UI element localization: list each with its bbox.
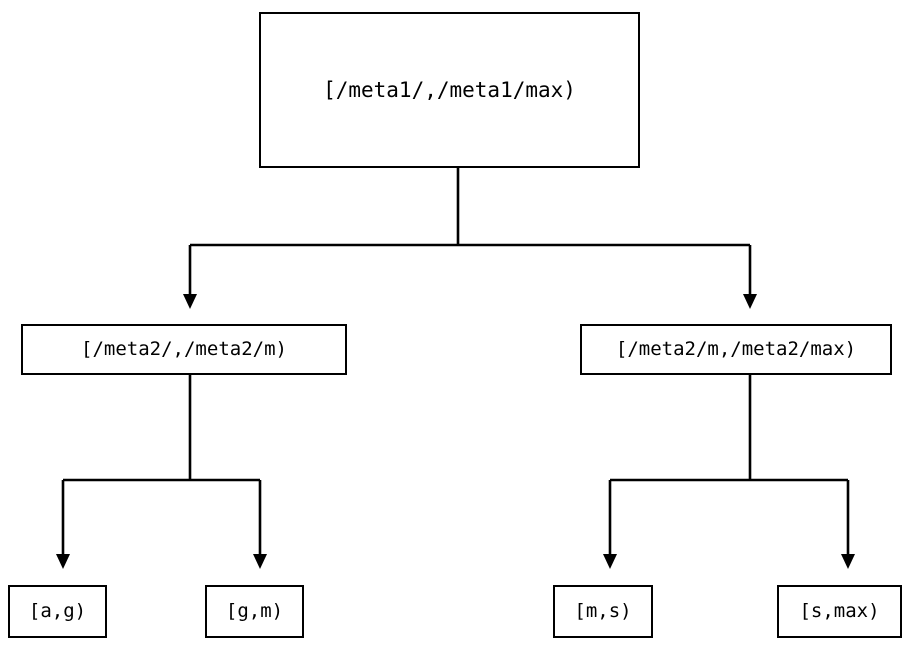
arrowhead-meta2-low-to-leaf-gm (253, 554, 267, 569)
node-leaf-g-m[interactable]: [g,m) (205, 585, 304, 638)
node-leaf-s-max[interactable]: [s,max) (777, 585, 902, 638)
node-leaf-a-g-label: [a,g) (28, 600, 87, 622)
arrowhead-root-to-meta2-high (743, 294, 757, 309)
arrowhead-root-to-meta2-low (183, 294, 197, 309)
node-leaf-s-max-label: [s,max) (799, 600, 880, 622)
node-meta2-high-label: [/meta2/m,/meta2/max) (615, 338, 857, 360)
node-meta2-low-label: [/meta2/,/meta2/m) (81, 338, 287, 360)
node-meta2-low[interactable]: [/meta2/,/meta2/m) (21, 324, 347, 375)
node-leaf-g-m-label: [g,m) (225, 600, 284, 622)
node-leaf-m-s[interactable]: [m,s) (553, 585, 653, 638)
arrowhead-meta2-high-to-leaf-smax (841, 554, 855, 569)
node-root-label: [/meta1/,/meta1/max) (323, 77, 576, 102)
arrowhead-meta2-low-to-leaf-ag (56, 554, 70, 569)
arrowhead-meta2-high-to-leaf-ms (603, 554, 617, 569)
node-meta2-high[interactable]: [/meta2/m,/meta2/max) (580, 324, 892, 375)
node-root[interactable]: [/meta1/,/meta1/max) (259, 12, 640, 168)
node-leaf-a-g[interactable]: [a,g) (8, 585, 107, 638)
node-leaf-m-s-label: [m,s) (574, 600, 632, 622)
